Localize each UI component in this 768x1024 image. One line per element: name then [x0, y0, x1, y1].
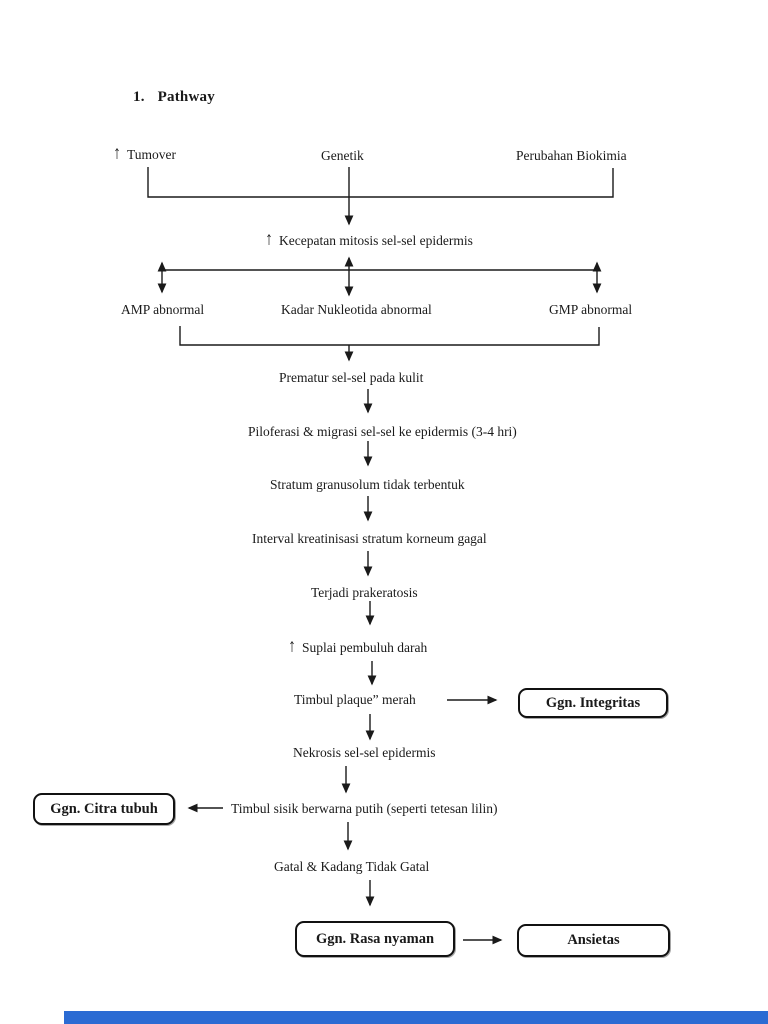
- node-tumover-label: Tumover: [127, 147, 177, 162]
- node-perubahan-biokimia: Perubahan Biokimia: [516, 148, 627, 163]
- heading-number: 1.: [133, 89, 145, 105]
- node-terjadi: Terjadi prakeratosis: [311, 585, 418, 600]
- node-tumover: ↑ Tumover: [113, 143, 177, 164]
- up-arrow-icon: ↑: [288, 636, 296, 657]
- node-genetik: Genetik: [321, 148, 364, 163]
- node-amp-abnormal: AMP abnormal: [121, 302, 205, 317]
- box-ggn-integritas: Ggn. Integritas: [518, 688, 668, 718]
- node-suplai: ↑ Suplai pembuluh darah: [288, 636, 428, 657]
- box-ggn-rasa-nyaman: Ggn. Rasa nyaman: [295, 921, 455, 957]
- up-arrow-icon: ↑: [113, 143, 121, 164]
- up-arrow-icon: ↑: [265, 229, 273, 250]
- heading-title: Pathway: [157, 89, 215, 105]
- node-gmp-abnormal: GMP abnormal: [549, 302, 633, 317]
- node-kecepatan-mitosis: ↑ Kecepatan mitosis sel-sel epidermis: [265, 229, 473, 250]
- node-stratum: Stratum granusolum tidak terbentuk: [270, 477, 465, 492]
- box-ggn-citra-tubuh: Ggn. Citra tubuh: [33, 793, 175, 825]
- node-timbul-plaque: Timbul plaque” merah: [294, 692, 416, 707]
- box-ansietas: Ansietas: [517, 924, 670, 957]
- node-kecepatan-label: Kecepatan mitosis sel-sel epidermis: [279, 233, 473, 248]
- node-suplai-label: Suplai pembuluh darah: [302, 640, 428, 655]
- node-nekrosis: Nekrosis sel-sel epidermis: [293, 745, 436, 760]
- node-prematur: Prematur sel-sel pada kulit: [279, 370, 424, 385]
- node-piloferasi: Piloferasi & migrasi sel-sel ke epidermi…: [248, 424, 517, 439]
- bracket-bottom: [179, 326, 600, 346]
- node-timbul-sisik: Timbul sisik berwarna putih (seperti tet…: [231, 801, 498, 816]
- node-kadar-nukleotida: Kadar Nukleotida abnormal: [281, 302, 432, 317]
- node-gatal: Gatal & Kadang Tidak Gatal: [274, 859, 430, 874]
- node-interval: Interval kreatinisasi stratum korneum ga…: [252, 531, 487, 546]
- bracket-top: [147, 167, 614, 198]
- page-title: 1. Pathway: [133, 89, 215, 106]
- next-page-edge-bar: [64, 1011, 768, 1024]
